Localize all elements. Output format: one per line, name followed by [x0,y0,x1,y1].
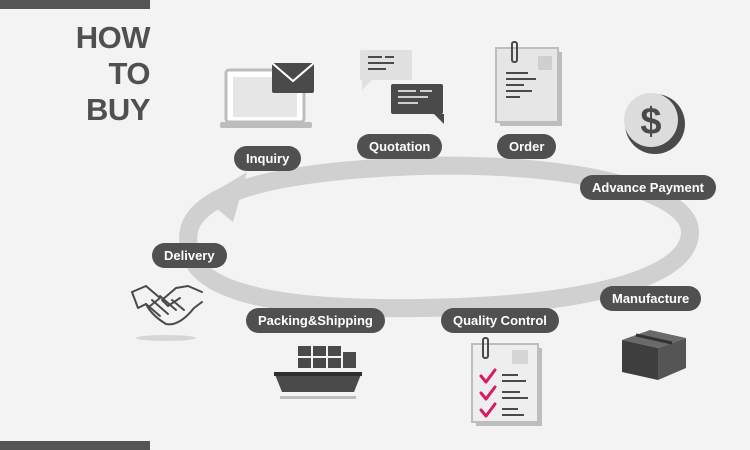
step-packing-shipping-label: Packing&Shipping [246,308,385,333]
laptop-mail-icon [220,62,315,128]
cargo-ship-icon [274,346,362,399]
box-icon [622,330,686,380]
clipboard-document-icon [495,41,562,126]
cycle-arrow-head [204,172,247,222]
step-advance-payment-label: Advance Payment [580,175,716,200]
page-title: HOW TO BUY [40,20,151,128]
title-line-how: HOW [75,20,151,55]
checklist-icon [471,337,542,426]
dollar-coin-icon: $ [624,93,685,154]
step-delivery-label: Delivery [152,243,227,268]
step-quotation-label: Quotation [357,134,443,159]
title-line-to: TO [108,56,151,91]
title-line-buy: BUY [86,92,150,127]
step-inquiry-label: Inquiry [234,146,302,171]
step-quality-control-label: Quality Control [441,308,559,333]
top-accent-bar [0,0,150,9]
cycle-ring [179,156,700,318]
svg-text:$: $ [640,101,661,143]
bottom-accent-bar [0,441,150,450]
chat-bubbles-icon [360,50,444,124]
step-order-label: Order [497,134,557,159]
step-manufacture-label: Manufacture [600,286,702,311]
handshake-icon [131,285,203,341]
